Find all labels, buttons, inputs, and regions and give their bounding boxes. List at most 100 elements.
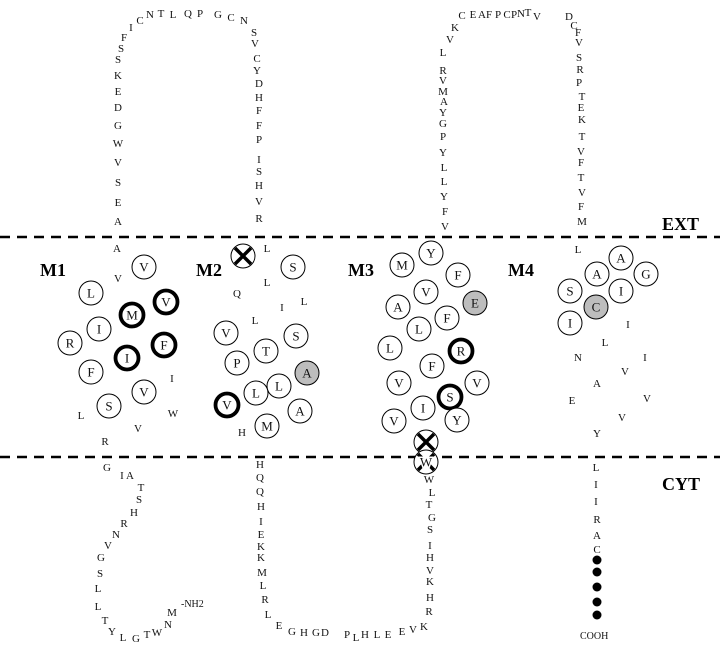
helix-residue: F: [150, 331, 178, 359]
helix-residue: L: [264, 243, 271, 255]
residue-letter: Y: [426, 246, 436, 261]
residue-cyt2: D: [321, 627, 329, 639]
residue-letter: I: [97, 322, 101, 337]
helix-residue: A: [113, 243, 121, 255]
helix-residue: W: [168, 408, 179, 420]
helix-residue: V: [131, 254, 157, 280]
residue-ext2: S: [576, 52, 582, 64]
residue-letter: V: [472, 376, 482, 391]
residue-cyt-c: L: [593, 462, 600, 474]
residue-ext2: Y: [439, 147, 447, 159]
residue-circle: [96, 393, 122, 419]
residue-letter: V: [389, 414, 399, 429]
cterm-dot: [592, 567, 602, 577]
residue-cyt-c: R: [593, 514, 601, 526]
residue-cyt2: L: [429, 487, 436, 499]
residue-circle: [280, 254, 306, 280]
helix-residue: V: [114, 273, 122, 285]
residue-letter: L: [264, 243, 271, 255]
residue-ext2: F: [486, 9, 492, 21]
residue-letter: A: [113, 243, 121, 255]
residue-cyt-n: N: [112, 529, 120, 541]
residue-letter: E: [471, 296, 479, 311]
residue-letter: R: [101, 436, 109, 448]
residue-circle: [118, 301, 146, 329]
residue-letter: F: [428, 359, 435, 374]
residue-cyt-n: S: [97, 568, 103, 580]
residue-ext1: V: [255, 196, 263, 208]
residue-ext1: S: [115, 54, 121, 66]
residue-cyt-c: I: [594, 479, 598, 491]
residue-letter: S: [566, 284, 573, 299]
helix-residue: M: [118, 301, 146, 329]
residue-ext2: N: [517, 8, 525, 20]
residue-ext2: G: [439, 118, 447, 130]
helix-residue: I: [280, 302, 284, 314]
residue-circle: [57, 330, 83, 356]
helix-residue: V: [464, 370, 490, 396]
helix-residue: V: [386, 370, 412, 396]
residue-ext2: T: [578, 172, 585, 184]
helix-residue: S: [283, 323, 309, 349]
helix-label-m3: M3: [348, 260, 374, 280]
helix-residue: M: [389, 252, 415, 278]
helix-residue: E: [569, 395, 576, 407]
residue-cyt2: L: [353, 632, 360, 644]
residue-letter: I: [280, 302, 284, 314]
residue-cyt-n: I: [120, 470, 124, 482]
residue-cyt-n: Y: [108, 626, 116, 638]
helix-residue: V: [643, 393, 651, 405]
residue-ext1: K: [114, 70, 122, 82]
residue-circle: [152, 288, 180, 316]
residue-letter: V: [139, 385, 149, 400]
helix-residue: L: [266, 373, 292, 399]
residue-circle: [436, 383, 464, 411]
helix-residue: I: [86, 316, 112, 342]
residue-cyt-n: T: [138, 482, 145, 494]
helix-residue: M: [254, 413, 280, 439]
residue-ext1: E: [115, 86, 122, 98]
residue-letter: L: [386, 341, 394, 356]
residue-ext1: W: [113, 138, 124, 150]
residue-ext2: V: [441, 221, 449, 233]
residue-letter: L: [252, 386, 260, 401]
helix-residue: V: [618, 412, 626, 424]
residue-letter: L: [415, 322, 423, 337]
residue-ext2: K: [451, 22, 459, 34]
residue-cyt-n: S: [136, 494, 142, 506]
helix-residue: R: [57, 330, 83, 356]
residue-ext1: F: [256, 120, 262, 132]
residue-ext2: A: [440, 96, 448, 108]
residue-letter: S: [292, 329, 299, 344]
residue-letter: L: [301, 296, 308, 308]
helix-residue: L: [377, 335, 403, 361]
residue-cyt2: H: [257, 501, 265, 513]
cyt-label: CYT: [662, 474, 700, 494]
residue-ext1: C: [227, 12, 234, 24]
residue-letter: T: [262, 344, 270, 359]
helix-residue: Y: [418, 240, 444, 266]
residue-ext2: L: [440, 47, 447, 59]
helix-residue: L: [575, 244, 582, 256]
helix-residue: F: [78, 359, 104, 385]
residue-letter: A: [295, 404, 305, 419]
helix-residue: S: [280, 254, 306, 280]
residue-cyt-c: C: [593, 544, 600, 556]
residue-circle: [150, 331, 178, 359]
residue-cyt-n: L: [95, 601, 102, 613]
residue-ext2: M: [438, 86, 448, 98]
residue-ext1: V: [114, 157, 122, 169]
residue-cyt-n: R: [120, 518, 128, 530]
residue-cyt2: V: [409, 624, 417, 636]
residue-letter: V: [221, 326, 231, 341]
helix-residue: L: [78, 410, 85, 422]
residue-cyt2: H: [426, 592, 434, 604]
residue-circle: [557, 310, 583, 336]
residue-letter: L: [252, 315, 259, 327]
residue-ext2: M: [577, 216, 587, 228]
residue-ext2: P: [576, 77, 582, 89]
residue-letter: E: [569, 395, 576, 407]
helix-residue: V: [213, 320, 239, 346]
helix-residue: V: [413, 279, 439, 305]
residue-circle: [377, 335, 403, 361]
